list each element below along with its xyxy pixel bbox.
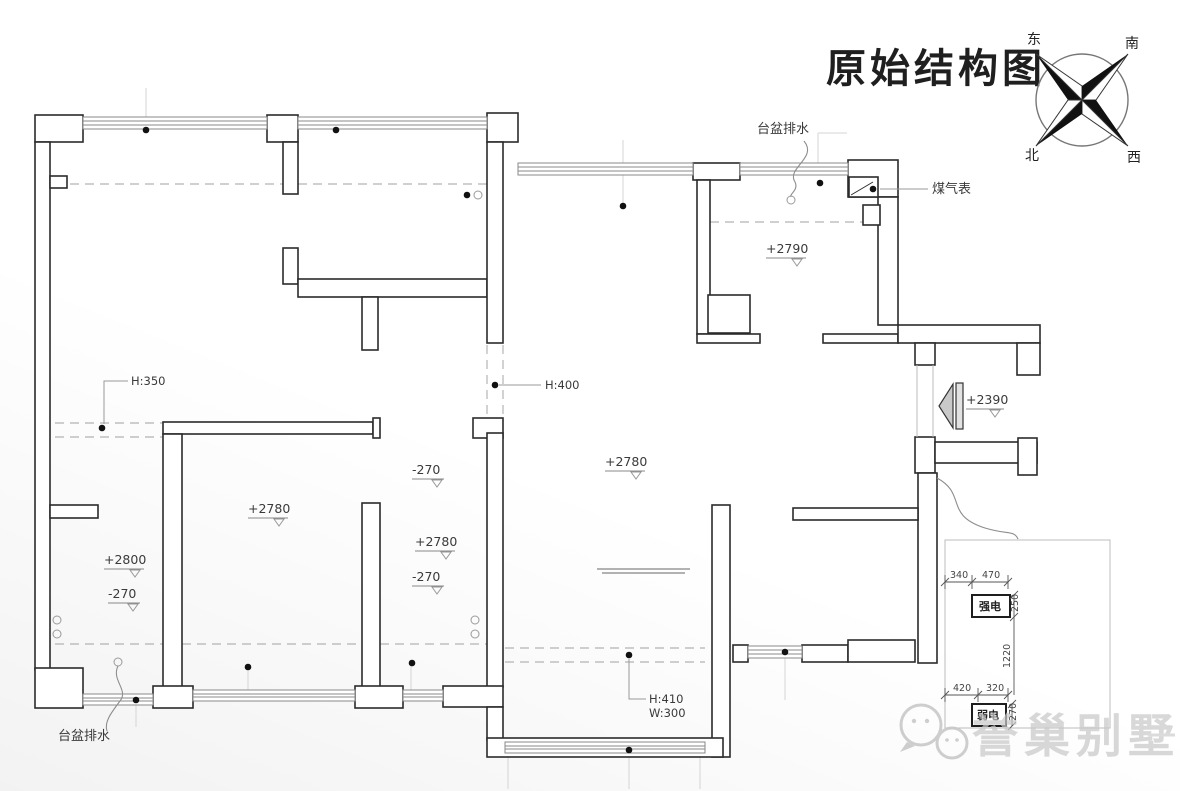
- window: [297, 116, 488, 130]
- socket-circles: [52, 190, 796, 667]
- watermark: 誉巢别墅装饰: [899, 703, 1180, 763]
- beam-h350-label: H:350: [131, 374, 165, 388]
- entry-door-symbol: [938, 381, 964, 431]
- level-bedroom-left-drop: -270: [108, 586, 140, 612]
- dim-420: 420: [953, 683, 971, 694]
- window: [504, 741, 706, 754]
- level-bath-drop-top: -270: [412, 462, 444, 488]
- electrical-zone: 340 470 强电 250 1220 420 320 弱电 270: [940, 539, 1111, 731]
- level-bedroom-middle: +2780: [248, 501, 290, 527]
- annotation-leaders: [103, 188, 928, 700]
- dim-320: 320: [986, 683, 1004, 694]
- dim-weak-height: [1007, 699, 1017, 731]
- level-entry: +2390: [966, 392, 1008, 418]
- compass-east-label: 东: [1027, 32, 1041, 48]
- svg-text:+2780: +2780: [605, 454, 647, 469]
- window: [82, 693, 154, 706]
- living-shelf-lines: [597, 568, 690, 574]
- compass-circle: [1035, 53, 1129, 147]
- svg-text:-270: -270: [412, 569, 440, 584]
- beam-h400-label: H:400: [545, 378, 579, 392]
- point-markers: [98, 126, 877, 754]
- dashed-beam-lines: [55, 183, 878, 663]
- level-living: +2780: [605, 454, 647, 480]
- dim-340: 340: [950, 570, 968, 581]
- compass-south-label: 南: [1125, 36, 1139, 52]
- weak-electric-box: [971, 703, 1007, 727]
- level-bedroom-left: +2800: [104, 552, 146, 578]
- compass-west-label: 西: [1127, 150, 1141, 166]
- window: [402, 689, 444, 702]
- dim-470: 470: [982, 570, 1000, 581]
- dim-250: 250: [1010, 594, 1021, 612]
- dim-270: 270: [1008, 703, 1019, 721]
- page-title: 原始结构图: [826, 46, 1046, 92]
- compass-rose: 东 南 北 西: [1025, 32, 1141, 166]
- svg-text:+2790: +2790: [766, 241, 808, 256]
- basin-drain-bottom-label: 台盆排水: [58, 729, 110, 744]
- dim-chain-top: [940, 575, 1013, 589]
- svg-text:-270: -270: [108, 586, 136, 601]
- weak-electric-label: 弱电: [977, 708, 999, 722]
- beam-w300-label: W:300: [649, 706, 686, 720]
- svg-text:+2780: +2780: [415, 534, 457, 549]
- wechat-logo: [899, 703, 969, 760]
- door-threshold: [747, 645, 803, 659]
- dim-1220: 1220: [1002, 644, 1013, 668]
- level-bath-drop-bottom: -270: [412, 569, 444, 595]
- svg-text:+2800: +2800: [104, 552, 146, 567]
- svg-text:+2780: +2780: [248, 501, 290, 516]
- window: [517, 162, 694, 176]
- wall-duct-box: [862, 204, 881, 226]
- level-kitchen: +2790: [766, 241, 808, 267]
- window: [192, 689, 356, 702]
- svg-text:+2390: +2390: [966, 392, 1008, 407]
- gas-meter-label: 煤气表: [932, 181, 971, 197]
- compass-north-label: 北: [1025, 148, 1039, 164]
- electrical-zone-frame: [944, 539, 1111, 729]
- basin-drain-top-label: 台盆排水: [757, 122, 809, 137]
- strong-electric-label: 强电: [979, 599, 1001, 613]
- window: [739, 162, 849, 176]
- strong-electric-box: [971, 594, 1011, 618]
- window: [82, 116, 268, 130]
- windows-layer: [82, 116, 934, 754]
- svg-text:-270: -270: [412, 462, 440, 477]
- kitchen-sink-box: [707, 294, 751, 334]
- level-bath: +2780: [415, 534, 457, 560]
- squiggle-leaders: [105, 140, 1019, 732]
- beam-h410-label: H:410: [649, 692, 683, 706]
- level-markers: +2790 +2780 +2780 +2800 -270 -270 +2780: [104, 241, 1008, 612]
- watermark-brand: 誉巢别墅装饰: [972, 709, 1180, 763]
- dim-chain-bottom: [940, 688, 1013, 702]
